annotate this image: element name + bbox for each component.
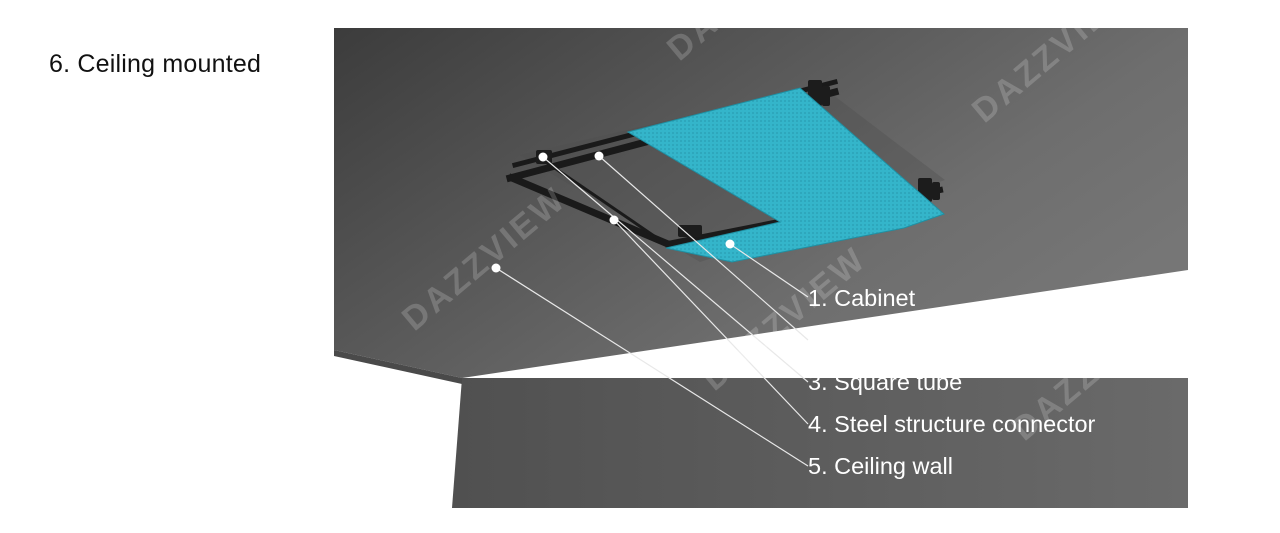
ceiling-edge: [334, 350, 462, 384]
callout-label: Screen structure: [834, 327, 1007, 353]
wall: [452, 378, 1188, 508]
leader-lines: [495, 155, 809, 467]
callout-number: 2.: [808, 327, 828, 353]
leader-dots: [491, 151, 735, 273]
cabinet: [626, 87, 945, 263]
callout-number: 5.: [808, 453, 828, 479]
callout-number: 4.: [808, 411, 828, 437]
callout-number: 3.: [808, 369, 828, 395]
page-title: 6. Ceiling mounted: [49, 50, 262, 78]
callout-label: Cabinet: [834, 285, 916, 311]
callout-label: Square tube: [834, 369, 963, 395]
callout-list: 1. Cabinet 2. Screen structure 3. Square…: [808, 282, 1095, 492]
callout-steel-structure-connector: 4. Steel structure connector: [808, 408, 1095, 450]
callout-square-tube: 3. Square tube: [808, 366, 1095, 408]
callout-label: Ceiling wall: [834, 453, 953, 479]
callout-screen-structure: 2. Screen structure: [808, 324, 1095, 366]
callout-number: 1.: [808, 285, 828, 311]
callout-cabinet: 1. Cabinet: [808, 282, 1095, 324]
callout-label: Steel structure connector: [834, 411, 1096, 437]
callout-ceiling-wall: 5. Ceiling wall: [808, 450, 1095, 492]
